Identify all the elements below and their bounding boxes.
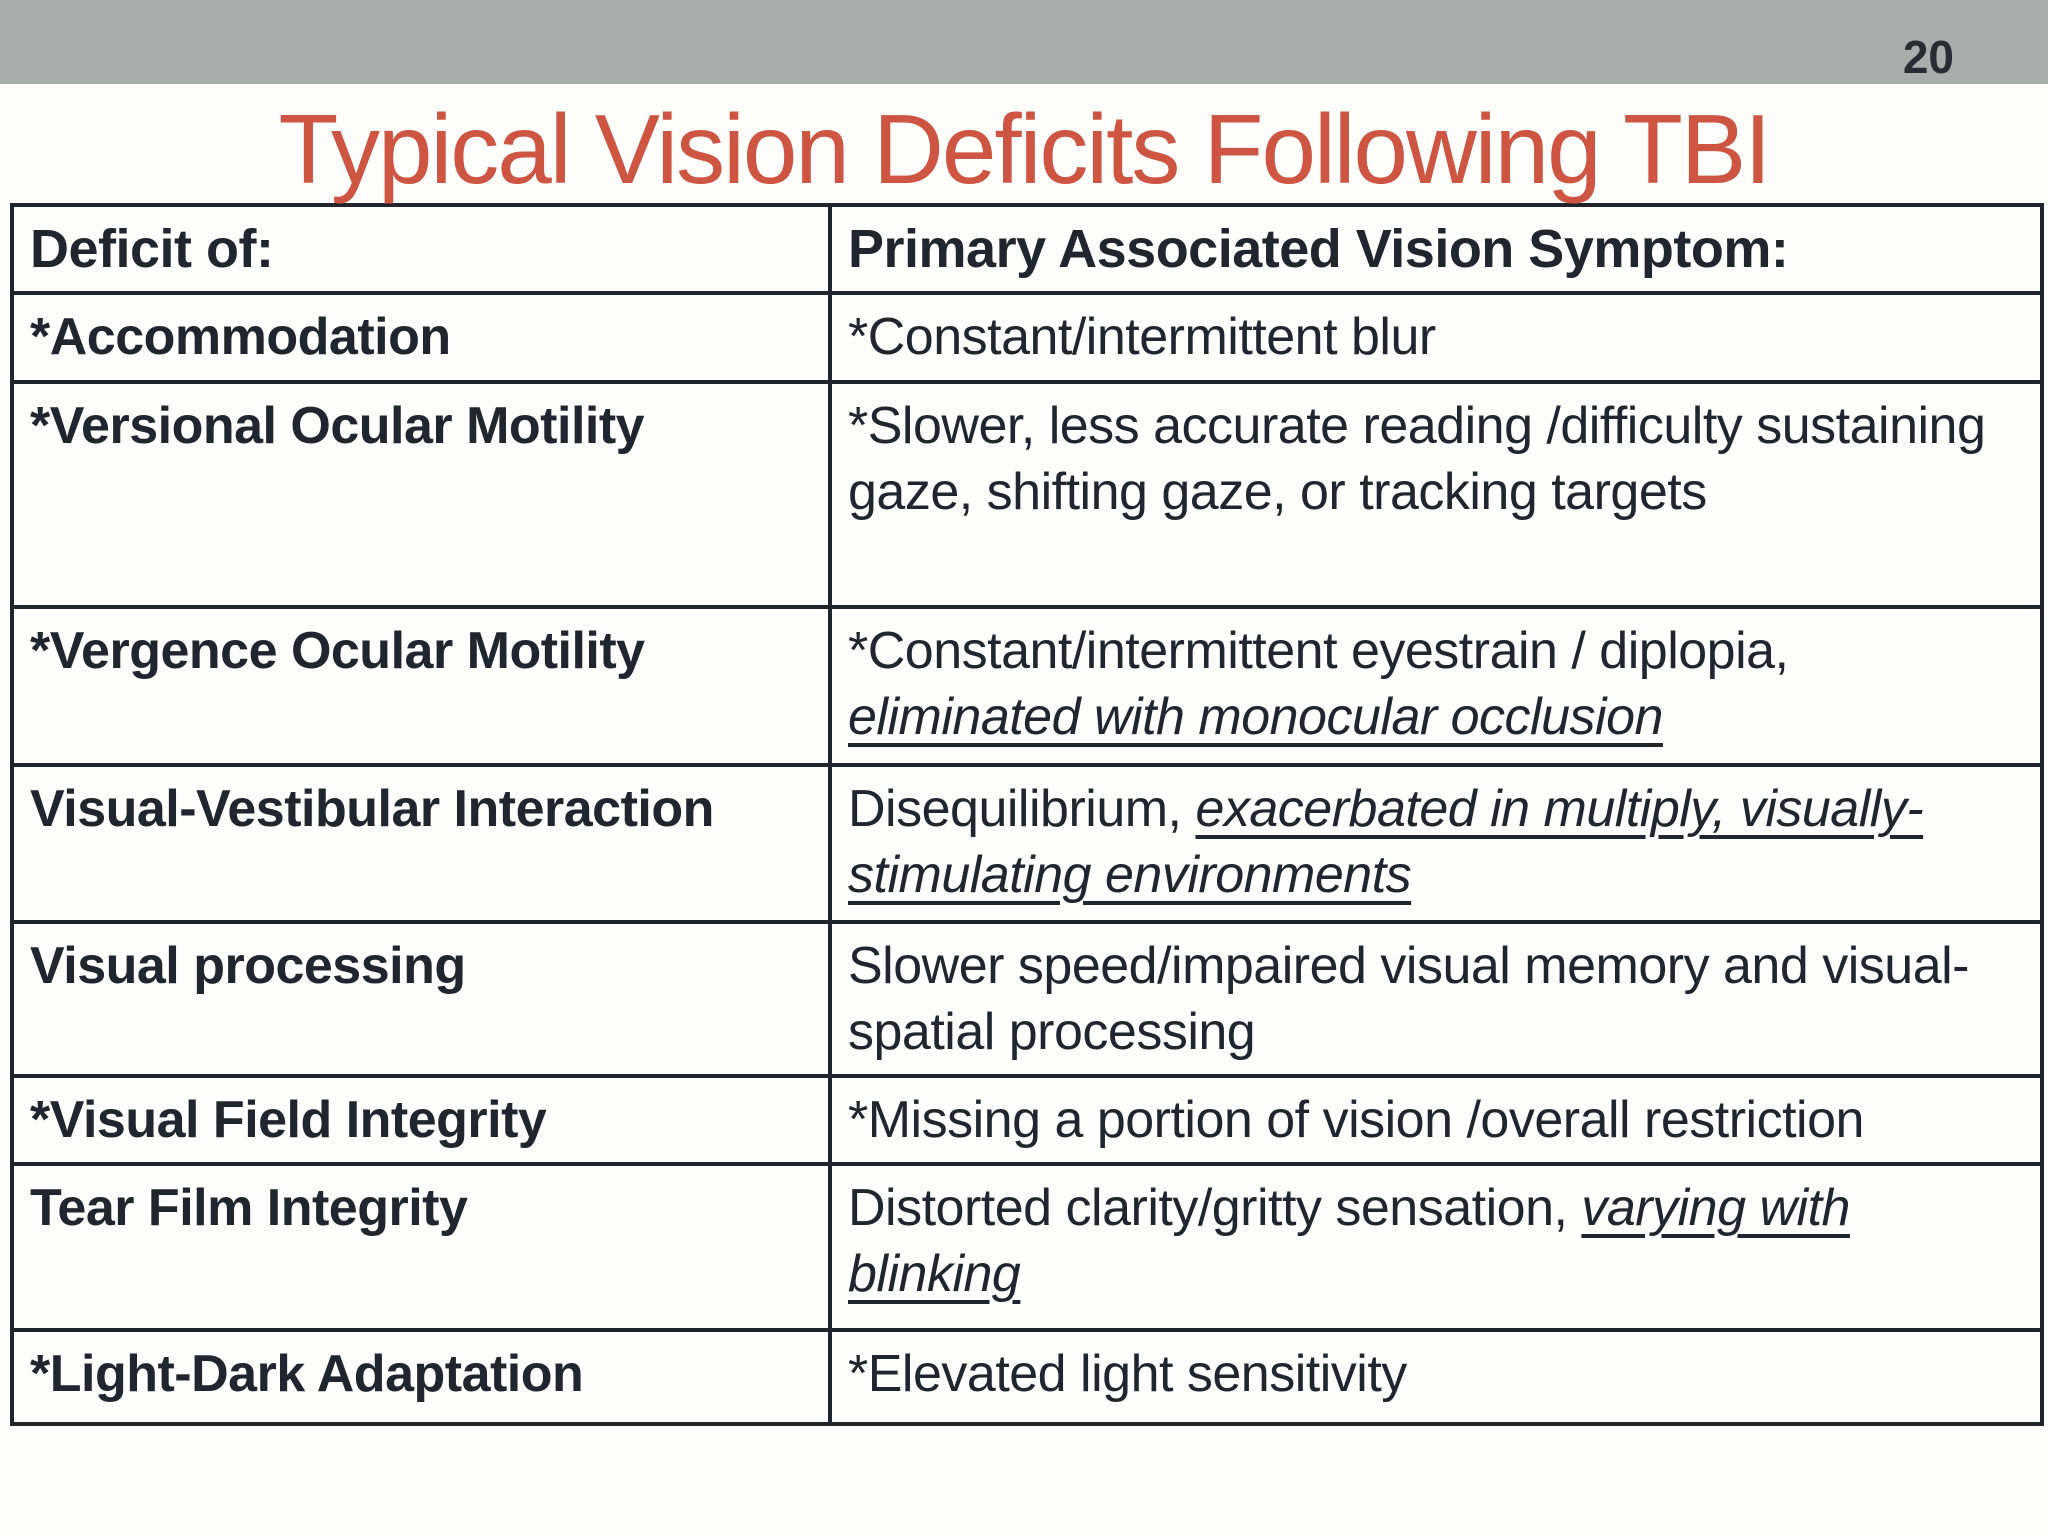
deficit-cell: *Visual Field Integrity bbox=[14, 1078, 832, 1162]
symptom-cell: Distorted clarity/gritty sensation, vary… bbox=[832, 1166, 2040, 1328]
table-row: *Vergence Ocular Motility *Constant/inter… bbox=[14, 609, 2040, 767]
slide-title: Typical Vision Deficits Following TBI bbox=[278, 94, 1772, 204]
deficit-cell: *Light-Dark Adaptation bbox=[14, 1332, 832, 1422]
symptom-text: Disequilibrium, bbox=[848, 780, 1196, 838]
deficit-cell: *Versional Ocular Motility bbox=[14, 384, 832, 605]
table-row: *Light-Dark Adaptation *Elevated light se… bbox=[14, 1332, 2040, 1422]
symptom-cell: *Constant/intermittent blur bbox=[832, 295, 2040, 380]
symptom-cell: *Slower, less accurate reading /difficul… bbox=[832, 384, 2040, 605]
symptom-text: *Slower, less accurate reading /difficul… bbox=[848, 397, 1986, 521]
symptom-text: *Elevated light sensitivity bbox=[848, 1345, 1407, 1403]
page-number: 20 bbox=[1902, 31, 1954, 83]
symptom-text: *Constant/intermittent eyestrain / diplo… bbox=[848, 622, 1789, 680]
symptom-cell: Disequilibrium, exacerbated in multiply,… bbox=[832, 767, 2040, 920]
deficit-cell: *Accommodation bbox=[14, 295, 832, 380]
symptom-cell: Slower speed/impaired visual memory and … bbox=[832, 924, 2040, 1074]
symptom-cell: *Constant/intermittent eyestrain / diplo… bbox=[832, 609, 2040, 763]
symptom-header-cell: Primary Associated Vision Symptom: bbox=[848, 219, 1789, 279]
symptom-emphasis-text: varying with blinking bbox=[848, 1179, 1850, 1303]
symptom-text: *Missing a portion of vision /overall re… bbox=[848, 1091, 1864, 1149]
top-bar: 20 bbox=[0, 0, 2048, 84]
symptom-cell: *Elevated light sensitivity bbox=[832, 1332, 2040, 1422]
symptom-text: Distorted clarity/gritty sensation, bbox=[848, 1179, 1582, 1237]
deficit-cell: Tear Film Integrity bbox=[14, 1166, 832, 1328]
symptom-emphasis-text: exacerbated in multiply, visually-stimul… bbox=[848, 780, 1924, 904]
deficit-cell: *Vergence Ocular Motility bbox=[14, 609, 832, 763]
symptom-text: Slower speed/impaired visual memory and … bbox=[848, 937, 1969, 1061]
symptom-text: *Constant/intermittent blur bbox=[848, 308, 1436, 366]
table-row: *Accommodation *Constant/intermittent blu… bbox=[14, 295, 2040, 384]
deficit-cell: Visual processing bbox=[14, 924, 832, 1074]
deficit-cell: Visual-Vestibular Interaction bbox=[14, 767, 832, 920]
symptom-emphasis-text: eliminated with monocular occlusion bbox=[848, 688, 1663, 746]
table-header-row: Deficit of: Primary Associated Vision Sym… bbox=[14, 207, 2040, 295]
table-row: *Visual Field Integrity *Missing a portio… bbox=[14, 1078, 2040, 1166]
deficit-header-cell: Deficit of: bbox=[14, 207, 832, 291]
table-row: *Versional Ocular Motility*Slower, less … bbox=[14, 384, 2040, 609]
deficits-table: Deficit of: Primary Associated Vision Sym… bbox=[10, 203, 2044, 1426]
symptom-cell: *Missing a portion of vision /overall re… bbox=[832, 1078, 2040, 1162]
